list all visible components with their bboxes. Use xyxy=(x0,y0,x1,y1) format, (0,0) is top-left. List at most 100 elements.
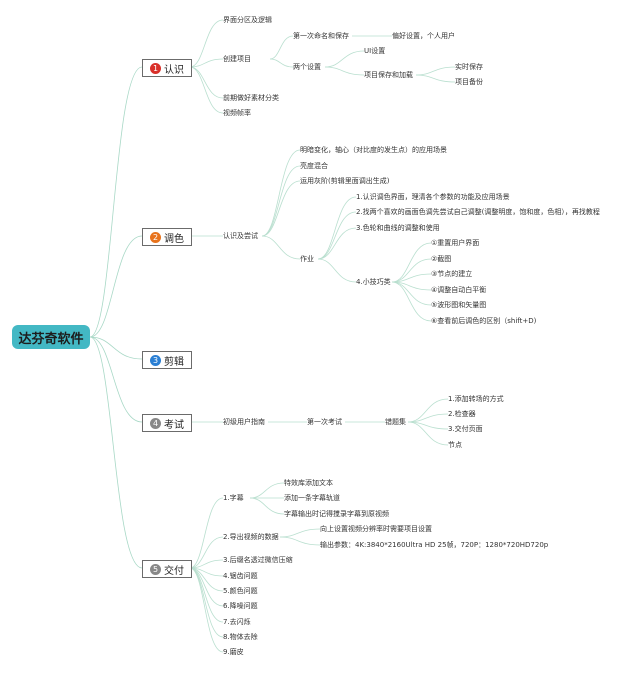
connector xyxy=(189,559,224,569)
connector xyxy=(261,180,301,237)
branch-label: 8.物体去除 xyxy=(223,633,258,641)
branch-label: 6.降噪问题 xyxy=(223,602,258,610)
connector xyxy=(324,66,365,76)
connector xyxy=(391,273,432,283)
connector xyxy=(89,336,143,423)
connector xyxy=(317,196,357,260)
branch-label: 添加一条字幕轨道 xyxy=(284,494,340,502)
branch-label: 字幕输出时记得搅录字幕到原视频 xyxy=(284,510,389,518)
branch-label: 前期做好素材分类 xyxy=(223,94,279,102)
branch-label: 特效库添加文本 xyxy=(284,479,333,487)
number-badge: 3 xyxy=(150,354,161,366)
connector xyxy=(189,66,224,114)
branch-label: UI设置 xyxy=(364,47,386,55)
connector xyxy=(391,258,432,283)
connector xyxy=(391,242,432,283)
branch-label: 认识及尝试 xyxy=(223,232,258,240)
branch-label: 4.小技巧类 xyxy=(356,278,391,286)
branch-label: ②截图 xyxy=(431,255,452,263)
main-node-deliver[interactable]: 5 交付 xyxy=(142,560,192,578)
main-node-recognize[interactable]: 1 认识 xyxy=(142,59,192,77)
connector xyxy=(89,336,143,360)
root-node[interactable]: 达芬奇软件 xyxy=(12,325,90,349)
branch-label: 亮度混合 xyxy=(300,162,328,170)
branch-label: 运用灰阶(剪辑里面调出生成) xyxy=(300,177,390,185)
branch-label: 初级用户指南 xyxy=(223,418,265,426)
connector xyxy=(189,567,224,638)
main-node-color[interactable]: 2 调色 xyxy=(142,228,192,246)
main-node-label: 交付 xyxy=(164,565,184,577)
main-node-label: 考试 xyxy=(164,419,184,431)
connector xyxy=(269,35,294,60)
branch-label: 4.锯齿问题 xyxy=(223,572,258,580)
branch-label: 第一次命名和保存 xyxy=(293,32,349,40)
connector xyxy=(407,413,449,423)
branch-label: 视频帧率 xyxy=(223,109,251,117)
connector xyxy=(249,482,285,499)
connector xyxy=(189,567,224,653)
connector xyxy=(189,536,224,569)
connector xyxy=(89,336,143,569)
branch-label: ④调整自动白平衡 xyxy=(431,286,487,294)
branch-label: 界面分区及逻辑 xyxy=(223,16,272,24)
branch-label: 明暗变化，轴心（对比度的发生点）的应用场景 xyxy=(300,146,447,154)
branch-label: 实时保存 xyxy=(455,63,483,71)
connector xyxy=(407,398,449,423)
number-badge: 5 xyxy=(150,563,161,575)
number-badge: 2 xyxy=(150,231,161,243)
connector xyxy=(261,149,301,237)
connector xyxy=(415,74,456,83)
main-node-label: 剪辑 xyxy=(164,356,184,368)
main-node-edit[interactable]: 3 剪辑 xyxy=(142,351,192,369)
connector xyxy=(407,421,449,446)
branch-label: 1.添加转场的方式 xyxy=(448,395,504,403)
connector xyxy=(89,66,143,338)
branch-label: 两个设置 xyxy=(293,63,321,71)
main-node-exam[interactable]: 4 考试 xyxy=(142,414,192,432)
branch-label: 9.磨皮 xyxy=(223,648,244,656)
connector xyxy=(189,58,224,68)
branch-label: 7.去闪烁 xyxy=(223,618,251,626)
branch-label: 向上设置视频分辨率时需要项目设置 xyxy=(320,525,432,533)
branch-label: 3.后缀名透过微信压缩 xyxy=(223,556,293,564)
branch-label: 作业 xyxy=(300,255,314,263)
branch-label: 项目备份 xyxy=(455,78,483,86)
branch-label: 3.色轮和曲线的调整和使用 xyxy=(356,224,440,232)
branch-label: 2.找两个喜欢的画面色调先尝试自己调整(调整明度，饱和度，色相），再找教程 xyxy=(356,208,600,216)
connector xyxy=(269,58,294,68)
connector xyxy=(317,258,357,283)
branch-label: 2.导出视频的数据 xyxy=(223,533,279,541)
branch-label: ⑤波形图和矢量图 xyxy=(431,301,487,309)
main-node-label: 调色 xyxy=(164,233,184,245)
branch-label: ①重置用户界面 xyxy=(431,239,480,247)
connector xyxy=(189,19,224,68)
branch-label: 偏好设置，个人用户 xyxy=(392,32,455,40)
connector xyxy=(261,165,301,237)
branch-label: 创建项目 xyxy=(223,55,251,63)
branch-label: 1.字幕 xyxy=(223,494,244,502)
branch-label: ③节点的建立 xyxy=(431,270,473,278)
connector xyxy=(317,227,357,260)
branch-label: 项目保存和加载 xyxy=(364,71,413,79)
connector xyxy=(415,66,456,76)
connector xyxy=(391,281,432,306)
branch-label: ⑥查看前后调色的区别（shift+D) xyxy=(431,317,537,325)
main-node-label: 认识 xyxy=(164,64,184,76)
connector xyxy=(89,235,143,338)
connector xyxy=(189,567,224,607)
branch-label: 1.认识调色界面，理清各个参数的功能及应用场景 xyxy=(356,193,510,201)
branch-label: 节点 xyxy=(448,441,462,449)
branch-label: 输出参数：4K:3840*2160Ultra HD 25帧，720P：1280*… xyxy=(320,541,549,549)
connector xyxy=(391,281,432,322)
number-badge: 4 xyxy=(150,417,161,429)
root-label: 达芬奇软件 xyxy=(18,331,84,347)
branch-label: 3.交付页面 xyxy=(448,425,483,433)
connector xyxy=(249,497,285,515)
number-badge: 1 xyxy=(150,62,161,74)
connector xyxy=(189,497,224,569)
connector xyxy=(324,50,365,68)
connector xyxy=(317,211,357,260)
branch-label: 第一次考试 xyxy=(307,418,342,426)
